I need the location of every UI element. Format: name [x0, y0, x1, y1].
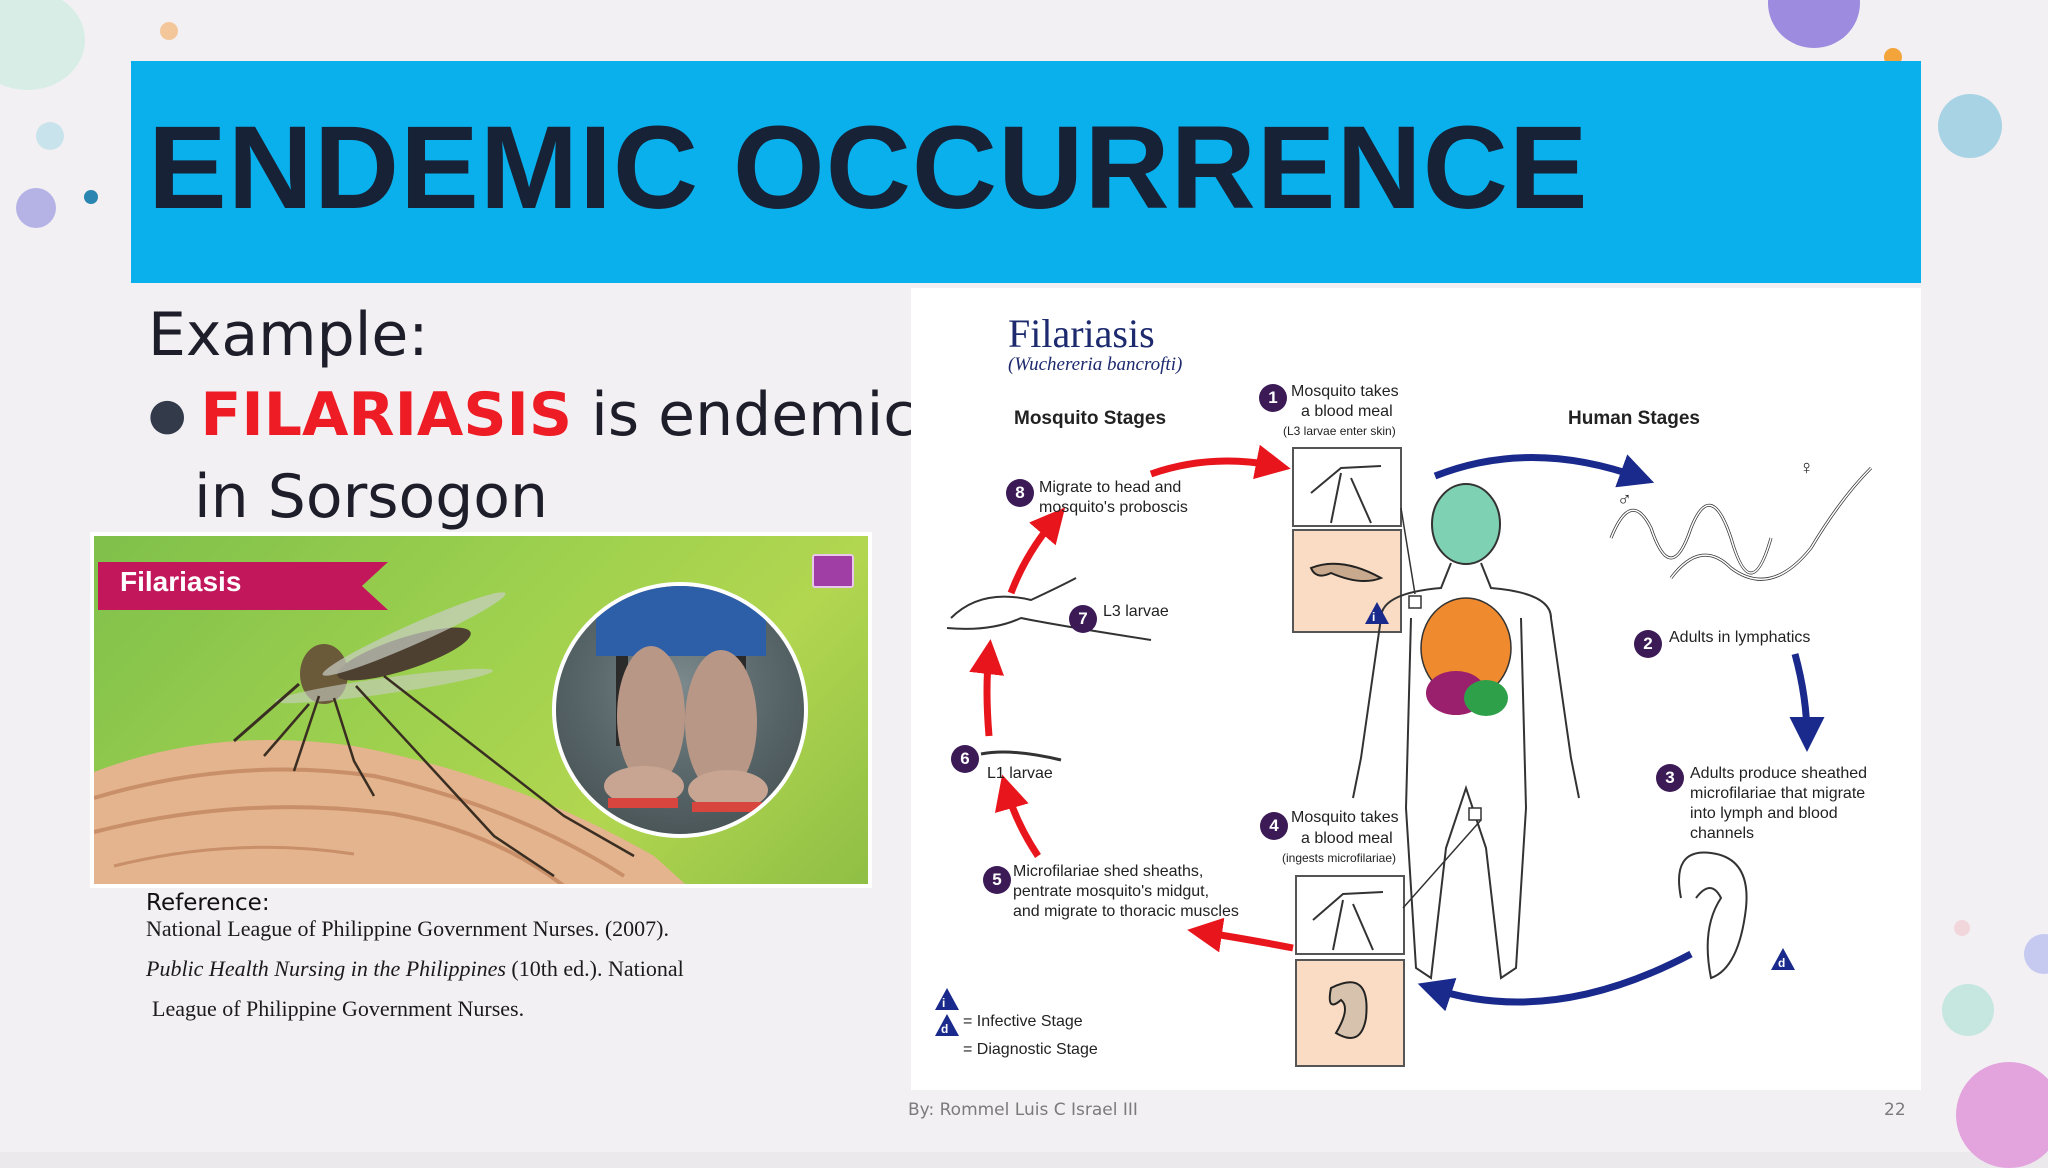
infective-stage-icon: i	[1372, 610, 1376, 624]
male-symbol-icon: ♂	[1617, 489, 1632, 511]
photo-banner-ribbon	[98, 562, 388, 610]
step-number: 3	[1656, 764, 1684, 792]
step4-line1: Mosquito takes	[1291, 809, 1399, 826]
disease-highlight: FILARIASIS	[200, 380, 573, 450]
step3-line1: Adults produce sheathed	[1690, 765, 1868, 782]
infective-stage-icon: i	[942, 996, 946, 1010]
filariasis-life-cycle-diagram: Filariasis (Wuchereria bancrofti) Mosqui…	[911, 288, 1921, 1090]
mosquito-on-skin-illustration	[94, 592, 686, 884]
publisher-badge-icon	[812, 554, 854, 588]
diagram-subtitle: (Wuchereria bancrofti)	[1008, 354, 1183, 375]
decor-circle	[1954, 920, 1970, 936]
page-number: 22	[1884, 1100, 1906, 1120]
reference-line-2: Public Health Nursing in the Philippines…	[146, 956, 684, 982]
step5-line1: Microfilariae shed sheaths,	[1013, 863, 1204, 880]
human-stages-heading: Human Stages	[1568, 408, 1700, 429]
step4-note: (ingests microfilariae)	[1282, 851, 1397, 865]
step-number: 2	[1634, 630, 1662, 658]
step-number: 6	[951, 745, 979, 773]
step4-line2: a blood meal	[1301, 830, 1393, 847]
slide-title: ENDEMIC OCCURRENCE	[148, 102, 1589, 234]
bullet-icon: ●	[148, 389, 187, 440]
step-number: 7	[1069, 605, 1097, 633]
example-label: Example:	[148, 300, 429, 370]
step-number: 1	[1259, 384, 1287, 412]
step1-line2: a blood meal	[1301, 403, 1393, 420]
decor-circle	[36, 122, 64, 150]
decor-circle	[1956, 1062, 2048, 1168]
step-number: 8	[1006, 479, 1034, 507]
swollen-legs-illustration	[596, 586, 768, 812]
decor-circle	[1768, 0, 1860, 48]
step1-note: (L3 larvae enter skin)	[1283, 424, 1396, 438]
decor-circle	[16, 188, 56, 228]
mosquito-photo: Filariasis	[90, 532, 872, 888]
diagram-title: Filariasis	[1008, 311, 1155, 356]
decor-circle	[2024, 934, 2048, 974]
reference-label: Reference:	[146, 890, 270, 916]
step3-line3: into lymph and blood	[1690, 805, 1838, 822]
bullet-text: is endemic	[572, 380, 917, 450]
step5-line3: and migrate to thoracic muscles	[1013, 903, 1239, 920]
decor-circle	[84, 190, 98, 204]
step2-text: Adults in lymphatics	[1669, 629, 1811, 646]
diagnostic-stage-icon: d	[941, 1022, 949, 1036]
decor-circle	[0, 0, 85, 90]
footer-author: By: Rommel Luis C Israel III	[908, 1100, 1138, 1120]
step8-line2: mosquito's proboscis	[1039, 499, 1188, 516]
step-number: 5	[983, 866, 1011, 894]
legend-diagnostic: = Diagnostic Stage	[963, 1041, 1098, 1058]
step3-line2: microfilariae that migrate	[1690, 785, 1866, 802]
reference-line-3: League of Philippine Government Nurses.	[152, 996, 525, 1021]
decor-circle	[160, 22, 178, 40]
title-bar	[131, 61, 1921, 283]
diagnostic-stage-icon: d	[1778, 956, 1786, 970]
step-number: 4	[1260, 812, 1288, 840]
legend-infective: = Infective Stage	[963, 1013, 1083, 1030]
bullet-continued: in Sorsogon	[194, 462, 549, 532]
decor-circle	[1938, 94, 2002, 158]
photo-banner-text: Filariasis	[120, 566, 242, 597]
decor-circle	[1942, 984, 1994, 1036]
life-cycle-graphics	[935, 444, 1873, 1067]
step1-line1: Mosquito takes	[1291, 383, 1399, 400]
mosquito-stages-heading: Mosquito Stages	[1014, 408, 1167, 429]
bullet-item: ● FILARIASIS is endemic	[148, 380, 916, 450]
step3-line4: channels	[1690, 825, 1755, 842]
step7-text: L3 larvae	[1103, 603, 1169, 620]
step6-text: L1 larvae	[987, 765, 1053, 782]
step5-line2: pentrate mosquito's midgut,	[1013, 883, 1210, 900]
swollen-legs-photo	[552, 582, 808, 838]
female-symbol-icon: ♀	[1799, 457, 1814, 479]
step8-line1: Migrate to head and	[1039, 479, 1182, 496]
reference-line-1: National League of Philippine Government…	[146, 916, 669, 941]
reference-book-title: Public Health Nursing in the Philippines	[146, 956, 506, 981]
reference-edition: (10th ed.). National	[505, 956, 684, 981]
